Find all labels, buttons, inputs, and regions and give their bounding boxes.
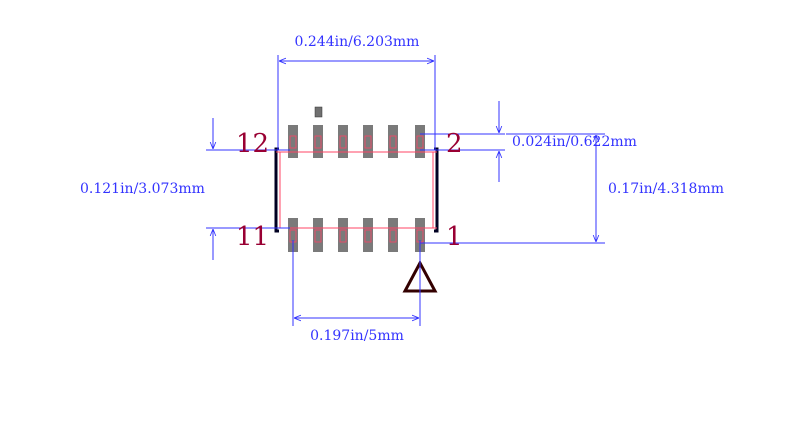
dimension-body-height [206,118,290,260]
bottom-pad [388,218,398,252]
pin-label-bottom-left: 11 [236,222,269,252]
top-pad [415,125,425,158]
pin-label-bottom-right: 1 [446,222,463,252]
bottom-pad-inner [364,229,372,243]
dimension-pin-span [292,240,421,326]
bottom-pad-inner [314,229,322,243]
bottom-pad [338,218,348,252]
top-pad [363,125,373,158]
dimension-overall-width [277,55,436,150]
dimension-label-body-height: 0.121in/3.073mm [80,181,205,197]
top-pad [388,125,398,158]
body-edge-lines [276,151,437,229]
body-outline [274,147,439,233]
bottom-pad [363,218,373,252]
top-pad-inner [416,135,424,149]
pad-row-top [288,125,425,158]
top-pad [313,125,323,158]
pin-label-top-right: 2 [446,129,463,159]
bottom-pad [415,218,425,252]
top-pad-inner [339,135,347,149]
bottom-pad-inner [389,229,397,243]
top-pad-inner [364,135,372,149]
dimension-label-overall-height: 0.17in/4.318mm [608,181,724,197]
dimension-label-pin-span: 0.197in/5mm [310,328,404,344]
dimension-overall-height [420,133,605,244]
bottom-pad [313,218,323,252]
square-dot-icon [314,106,323,118]
bottom-pad [288,218,298,252]
top-pad-inner [289,135,297,149]
dimension-pitch [420,101,505,182]
top-pad-inner [314,135,322,149]
dimension-label-overall-width: 0.244in/6.203mm [295,34,420,50]
bottom-pad-inner [339,229,347,243]
pin-label-top-left: 12 [236,129,269,159]
top-pad [338,125,348,158]
dimension-label-pitch: 0.024in/0.622mm [512,134,637,150]
top-pad [288,125,298,158]
pad-row-bottom [288,218,425,252]
top-pad-inner [389,135,397,149]
